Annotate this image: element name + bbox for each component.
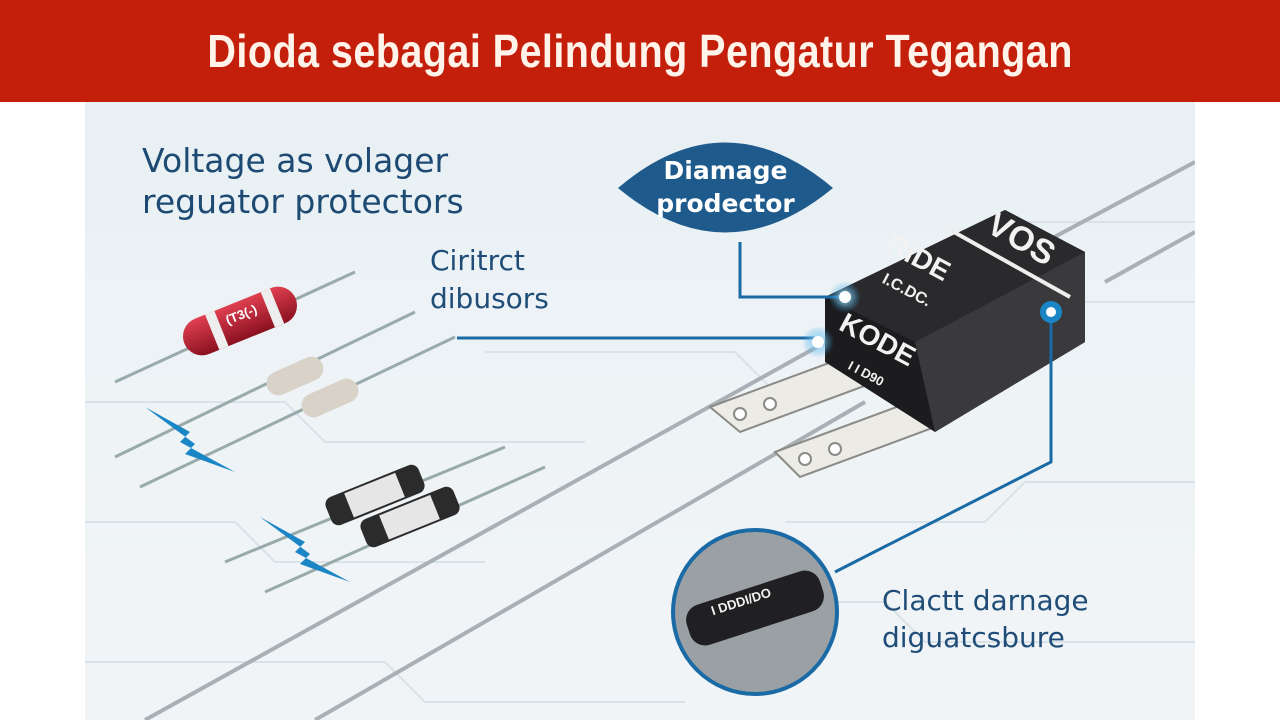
contact-damage-callout: Clactt darnage diguatcsbure [882,582,1089,656]
resistor-grey-1 [114,310,416,459]
callout-line: dibusors [430,282,549,315]
diode-leads [144,160,1195,720]
diode-body [825,210,1085,432]
lightning-bolt-icon [260,517,350,582]
callout-line: diguatcsbure [882,621,1065,654]
resistor-red [114,270,356,384]
title-bar: Dioda sebagai Pelindung Pengatur Teganga… [0,0,1280,102]
page-title: Dioda sebagai Pelindung Pengatur Teganga… [207,25,1073,77]
callout-line: Ciritrct [430,244,525,277]
callout-lines [457,242,1053,574]
inset-closeup [671,528,839,696]
callout-bubble [618,142,833,233]
callout-dots [802,281,1062,358]
lightning-bolt-icon [145,407,235,472]
callout-line: Clactt darnage [882,584,1089,617]
fuse-1 [224,445,506,564]
callout-line: Diamage [663,156,788,185]
circuit-disturbers-callout: Ciritrct dibusors [430,242,549,318]
main-heading: Voltage as volager reguator protectors [142,140,464,222]
resistor-grey-2 [139,335,456,489]
illustration: Voltage as volager reguator protectors D… [85,102,1195,720]
heading-line-1: Voltage as volager [142,141,449,180]
callout-line: prodector [656,189,795,218]
damage-protector-callout: Diamage prodector [618,132,833,242]
diode-illustration [85,142,1195,720]
fuse-2 [264,465,546,594]
heading-line-2: reguator protectors [142,182,464,221]
